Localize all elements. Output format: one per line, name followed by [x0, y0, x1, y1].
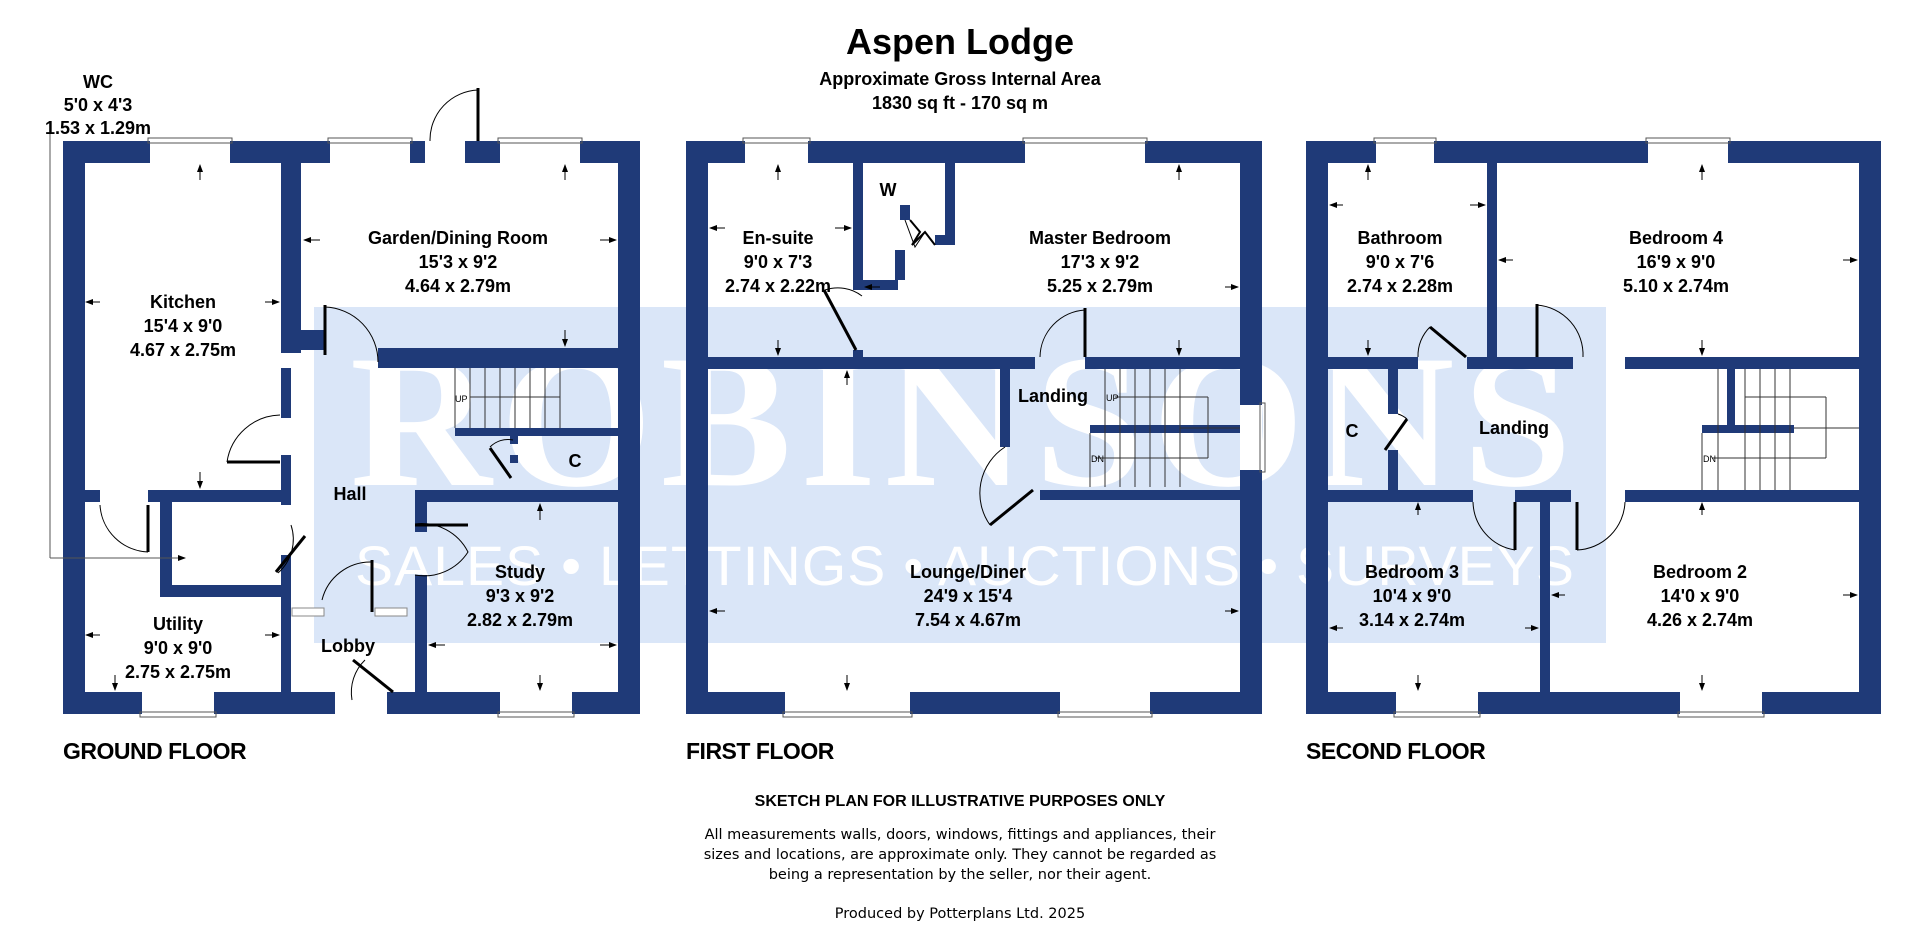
room-metric: 5.25 x 2.79m [1047, 276, 1153, 296]
room-name: WC [83, 72, 113, 92]
room-name: Bedroom 4 [1629, 228, 1723, 248]
room-name: Kitchen [150, 292, 216, 312]
room-imperial: 9'0 x 9'0 [144, 638, 213, 658]
room-imperial: 14'0 x 9'0 [1661, 586, 1740, 606]
room-imperial: 10'4 x 9'0 [1373, 586, 1452, 606]
room-imperial: 15'3 x 9'2 [419, 252, 498, 272]
room-metric: 2.74 x 2.22m [725, 276, 831, 296]
room-name: Master Bedroom [1029, 228, 1171, 248]
room-imperial: 17'3 x 9'2 [1061, 252, 1140, 272]
stairs-down-label: DN [1091, 454, 1104, 464]
room-name: Landing [1018, 386, 1088, 406]
second-floor-plan [1306, 141, 1881, 714]
room-metric: 3.14 x 2.74m [1359, 610, 1465, 630]
room-name: Bathroom [1358, 228, 1443, 248]
second-floor-labels: Bathroom 9'0 x 7'6 2.74 x 2.28m Bedroom … [1346, 228, 1754, 630]
stairs-up-label: UP [455, 394, 468, 404]
second-floor-label: SECOND FLOOR [1306, 738, 1486, 764]
room-name: Lobby [321, 636, 375, 656]
first-floor-label: FIRST FLOOR [686, 738, 834, 764]
stairs-down-label: DN [1703, 454, 1716, 464]
disclaimer-body: All measurements walls, doors, windows, … [703, 827, 1217, 883]
room-metric: 4.67 x 2.75m [130, 340, 236, 360]
room-imperial: 9'0 x 7'3 [744, 252, 813, 272]
room-metric: 4.26 x 2.74m [1647, 610, 1753, 630]
room-name: Hall [333, 484, 366, 504]
room-metric: 1.53 x 1.29m [45, 118, 151, 138]
area-subtitle: Approximate Gross Internal Area [819, 69, 1101, 89]
room-name: En-suite [742, 228, 813, 248]
room-metric: 2.74 x 2.28m [1347, 276, 1453, 296]
room-metric: 2.82 x 2.79m [467, 610, 573, 630]
room-name: W [880, 180, 897, 200]
ground-floor-plan [63, 141, 640, 714]
watermark-tagline: SALES • LETTINGS • AUCTIONS • SURVEYS [355, 534, 1575, 597]
second-dimension-arrows [1329, 164, 1858, 691]
room-name: C [569, 451, 582, 471]
first-floor-labels: En-suite 9'0 x 7'3 2.74 x 2.22m W Master… [725, 180, 1171, 630]
room-metric: 5.10 x 2.74m [1623, 276, 1729, 296]
room-name: Study [495, 562, 545, 582]
room-imperial: 5'0 x 4'3 [64, 95, 133, 115]
disclaimer-title: SKETCH PLAN FOR ILLUSTRATIVE PURPOSES ON… [754, 793, 1166, 810]
ground-floor-labels: WC 5'0 x 4'3 1.53 x 1.29m Kitchen 15'4 x… [45, 72, 582, 682]
room-metric: 7.54 x 4.67m [915, 610, 1021, 630]
first-floor-plan [686, 141, 1262, 714]
second-floor-fixtures [1373, 137, 1859, 718]
first-floor-fixtures [742, 137, 1266, 718]
stairs-up-label: UP [1106, 393, 1119, 403]
ground-floor-fixtures [49, 88, 583, 718]
room-name: Garden/Dining Room [368, 228, 548, 248]
ground-floor-label: GROUND FLOOR [63, 738, 247, 764]
room-imperial: 9'3 x 9'2 [486, 586, 555, 606]
room-imperial: 16'9 x 9'0 [1637, 252, 1716, 272]
room-name: Utility [153, 614, 203, 634]
room-metric: 2.75 x 2.75m [125, 662, 231, 682]
room-name: C [1346, 421, 1359, 441]
area-value: 1830 sq ft - 170 sq m [871, 93, 1049, 113]
first-dimension-arrows [709, 164, 1239, 691]
room-name: Bedroom 3 [1365, 562, 1459, 582]
produced-by: Produced by Potterplans Ltd. 2025 [834, 906, 1086, 922]
room-imperial: 9'0 x 7'6 [1366, 252, 1435, 272]
room-imperial: 24'9 x 15'4 [924, 586, 1013, 606]
room-metric: 4.64 x 2.79m [405, 276, 511, 296]
property-title: Aspen Lodge [845, 21, 1074, 62]
room-name: Landing [1479, 418, 1549, 438]
room-name: Lounge/Diner [910, 562, 1026, 582]
ground-dimension-arrows [85, 164, 617, 691]
room-imperial: 15'4 x 9'0 [144, 316, 223, 336]
room-name: Bedroom 2 [1653, 562, 1747, 582]
